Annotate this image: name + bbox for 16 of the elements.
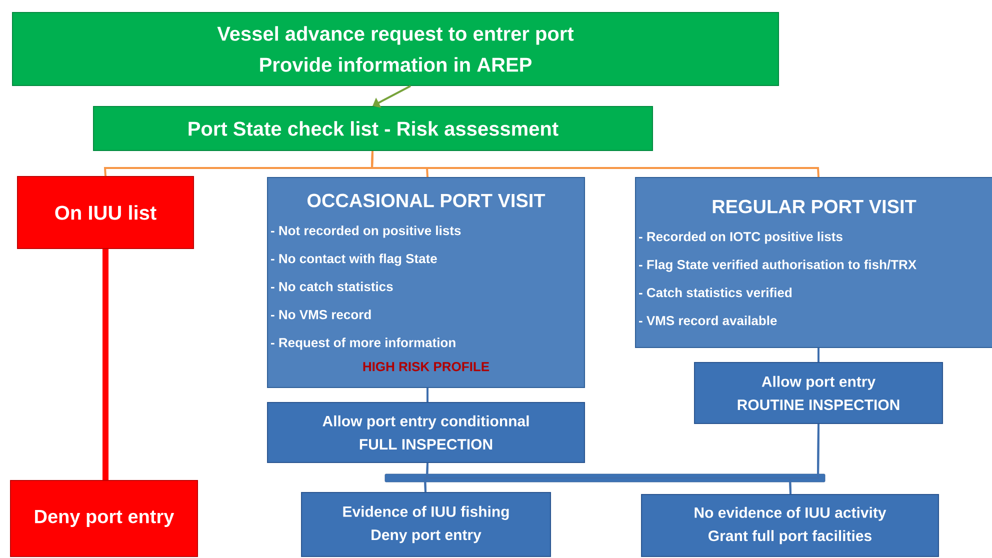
decision-box: Allow port entry conditionnal FULL INSPECTION [267,402,585,463]
step-box: Port State check list - Risk assessment [93,106,653,151]
category-box: OCCASIONAL PORT VISIT - Not recorded on positive lists - No contact with flag State - No catch statistics - No VMS record - Request of more information HIGH RISK PROFILE [267,177,585,388]
decision-box: Allow port entry ROUTINE INSPECTION [694,362,943,424]
outcome-box: No evidence of IUU activity Grant full port facilities [641,494,939,557]
outcome-box: Evidence of IUU fishing Deny port entry [301,492,551,557]
connector [372,85,411,108]
connector [102,249,108,480]
connector [426,388,428,402]
connector [370,150,820,178]
outcome-box: Deny port entry [10,480,198,557]
connector [788,424,820,494]
category-box: REGULAR PORT VISIT - Recorded on IOTC positive lists - Flag State verified authorisation to fish/TRX - Catch statistics verified - VMS record available [635,177,992,348]
connector [818,348,820,362]
step-box: Vessel advance request to entrer port Provide information in AREP [12,12,779,86]
outcome-box: On IUU list [17,176,194,249]
